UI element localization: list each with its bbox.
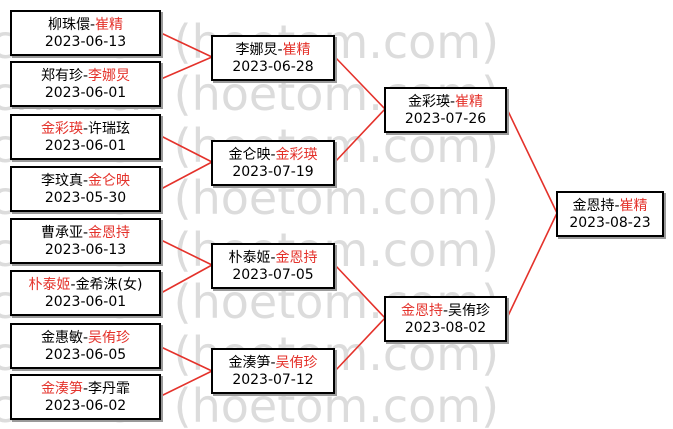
player-1: 李玟真 [40,173,83,189]
match-players: 朴泰姬-金希洙(女) [28,277,143,293]
match-date: 2023-06-01 [44,294,127,310]
match-players: 郑有珍-李娜炅 [40,68,131,84]
match-players: 金仑映-金彩瑛 [228,147,318,163]
match-date: 2023-07-26 [404,111,487,127]
connector-line [160,32,213,80]
player-2: 许瑞玹 [88,121,131,137]
player-1: 曹承亚 [40,225,83,241]
player-1: 金湊笋 [40,381,83,397]
match-box-final[interactable]: 金恩持-崔精 2023-08-23 [556,191,664,237]
player-2: 金希洙(女) [75,277,143,293]
connector-line [334,56,386,163]
match-date: 2023-08-02 [404,320,487,336]
player-2: 李娜炅 [88,68,131,84]
match-date: 2023-06-01 [44,138,127,154]
match-date: 2023-06-13 [44,242,127,258]
player-1: 金仑映 [228,147,271,163]
player-2: 吴侑珍 [275,355,318,371]
player-1: 朴泰姬 [28,277,71,293]
player-1: 金湊笋 [228,355,271,371]
connector-line [160,239,213,294]
player-1: 郑有珍 [40,68,83,84]
match-players: 金彩瑛-许瑞玹 [40,121,131,137]
player-2: 金仑映 [88,173,131,189]
player-1: 金彩瑛 [40,121,83,137]
player-1: 金彩瑛 [407,94,450,110]
match-box-r1m2[interactable]: 郑有珍-李娜炅 2023-06-01 [10,61,161,107]
match-box-r1m8[interactable]: 金湊笋-李丹霏 2023-06-02 [10,374,161,420]
match-players: 柳珠儇-崔精 [47,17,124,33]
connector-line [334,264,386,372]
player-2: 金恩持 [275,250,318,266]
player-2: 崔精 [455,94,484,110]
match-players: 李玟真-金仑映 [40,173,131,189]
match-box-r3m2[interactable]: 金恩持-吴侑珍 2023-08-02 [384,296,507,342]
player-2: 崔精 [95,17,124,33]
match-box-r3m1[interactable]: 金彩瑛-崔精 2023-07-26 [384,87,507,133]
match-players: 曹承亚-金恩持 [40,225,131,241]
match-date: 2023-06-13 [44,34,127,50]
match-players: 金湊笋-吴侑珍 [228,355,318,371]
match-players: 金湊笋-李丹霏 [40,381,131,397]
player-2: 李丹霏 [88,381,131,397]
connector-line [160,346,213,397]
match-box-r2m1[interactable]: 李娜炅-崔精 2023-06-28 [211,35,335,81]
match-players: 金恩持-崔精 [572,198,648,214]
match-date: 2023-08-23 [569,215,651,231]
player-1: 李娜炅 [235,42,278,58]
connector-line [160,135,213,190]
player-2: 崔精 [619,198,648,214]
player-1: 朴泰姬 [228,250,271,266]
match-players: 李娜炅-崔精 [235,42,311,58]
player-2: 吴侑珍 [448,303,491,319]
player-2: 金恩持 [88,225,131,241]
player-1: 柳珠儇 [47,17,90,33]
match-box-r2m3[interactable]: 朴泰姬-金恩持 2023-07-05 [211,243,335,289]
match-players: 金惠敏-吴侑珍 [40,330,131,346]
match-box-r1m1[interactable]: 柳珠儇-崔精 2023-06-13 [10,10,161,56]
player-1: 金恩持 [400,303,443,319]
player-2: 崔精 [282,42,311,58]
player-1: 金恩持 [572,198,615,214]
match-date: 2023-07-19 [232,164,314,180]
match-players: 金恩持-吴侑珍 [400,303,491,319]
player-1: 金惠敏 [40,330,83,346]
player-2: 吴侑珍 [88,330,131,346]
match-date: 2023-06-28 [232,59,314,75]
player-2: 金彩瑛 [275,147,318,163]
match-box-r2m4[interactable]: 金湊笋-吴侑珍 2023-07-12 [211,348,335,394]
match-date: 2023-06-02 [44,398,127,414]
match-date: 2023-07-05 [232,267,314,283]
connector-line [506,108,558,319]
match-box-r1m3[interactable]: 金彩瑛-许瑞玹 2023-06-01 [10,114,161,160]
match-box-r1m7[interactable]: 金惠敏-吴侑珍 2023-06-05 [10,323,161,369]
match-date: 2023-06-01 [44,85,127,101]
match-date: 2023-06-05 [44,347,127,363]
match-box-r2m2[interactable]: 金仑映-金彩瑛 2023-07-19 [211,140,335,186]
match-box-r1m6[interactable]: 朴泰姬-金希洙(女) 2023-06-01 [10,270,161,316]
match-players: 金彩瑛-崔精 [407,94,484,110]
match-box-r1m4[interactable]: 李玟真-金仑映 2023-05-30 [10,166,161,212]
match-box-r1m5[interactable]: 曹承亚-金恩持 2023-06-13 [10,218,161,264]
match-date: 2023-05-30 [44,190,127,206]
match-date: 2023-07-12 [232,372,314,388]
match-players: 朴泰姬-金恩持 [228,250,318,266]
